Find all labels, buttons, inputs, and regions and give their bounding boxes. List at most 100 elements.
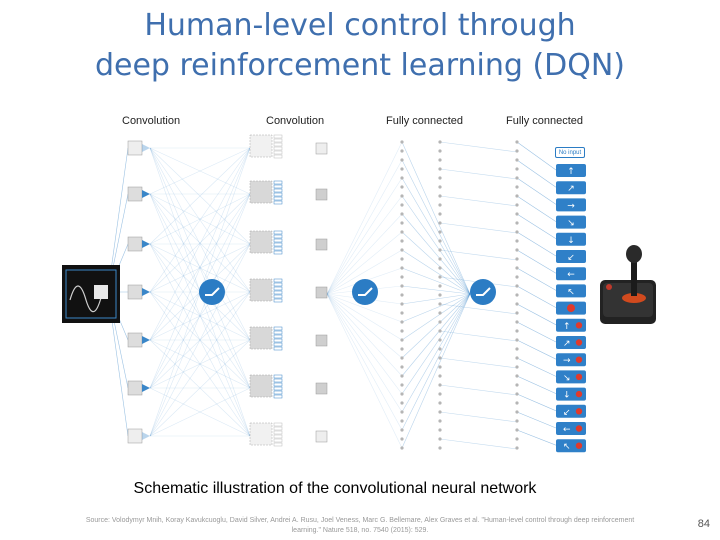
fc-node	[438, 374, 442, 378]
action-arrow-label: ↓	[563, 391, 571, 401]
conv-to-fc1-line	[326, 293, 403, 395]
fc-node	[438, 212, 442, 216]
action-arrow-label: ↙	[567, 253, 575, 263]
action-button-bg	[556, 198, 586, 212]
conv2-output-square	[315, 142, 328, 155]
fc-node	[438, 302, 442, 306]
action-button-bg	[556, 232, 586, 246]
conv-to-fc1-line	[326, 293, 403, 377]
conv1-to-conv2-line	[149, 147, 251, 389]
fc-node	[515, 293, 519, 297]
fc2-to-fc3-line	[439, 438, 518, 450]
fc-node	[515, 320, 519, 324]
conv1-to-conv2-line	[149, 339, 251, 389]
action-button	[556, 301, 586, 315]
action-arrow-label: ↗	[567, 184, 575, 194]
fc-node	[438, 167, 442, 171]
conv-to-fc1-line	[326, 293, 403, 359]
fc2-to-fc3-line	[439, 411, 518, 423]
conv2-channel-cell	[273, 192, 283, 197]
fire-dot	[575, 373, 583, 381]
fc1-to-fc2-line	[401, 285, 471, 295]
game-screen-frame	[62, 265, 120, 323]
fc-node	[515, 419, 519, 423]
fc-node	[515, 239, 519, 243]
fc-to-action-line	[516, 267, 557, 291]
action-arrow-label: →	[567, 201, 575, 211]
fc-node	[438, 140, 442, 144]
conv1-map-square	[127, 332, 143, 348]
fc-node	[400, 230, 404, 234]
action-arrow-label: ↖	[567, 287, 575, 297]
relu-curve	[205, 287, 220, 296]
fc-node	[400, 329, 404, 333]
conv1-kernel-arrow	[142, 190, 150, 198]
conv2-feature-stack	[249, 134, 328, 159]
fc-node	[515, 275, 519, 279]
fc1-to-fc2-line	[401, 249, 471, 295]
conv2-channel-cell	[273, 434, 283, 439]
conv1-to-conv2-line	[149, 243, 251, 293]
fc-node	[438, 158, 442, 162]
conv1-map-square	[127, 236, 143, 252]
action-button: ↓	[556, 387, 586, 401]
fc-node	[515, 140, 519, 144]
fc1-to-fc2-line	[401, 293, 471, 359]
fc-node	[515, 158, 519, 162]
fc-node	[515, 410, 519, 414]
fc-node	[515, 356, 519, 360]
fc-node	[438, 293, 442, 297]
action-button: ↙	[556, 250, 586, 263]
game-maze-path	[69, 285, 103, 313]
conv2-channel-cell	[273, 378, 283, 383]
conv2-feature-stack	[249, 326, 328, 351]
action-button: ↘	[556, 215, 586, 229]
conv1-feature-map	[127, 428, 150, 444]
conv1-to-conv2-line	[149, 291, 251, 341]
conv1-feature-map	[127, 186, 150, 202]
conv1-to-conv2-line	[149, 243, 251, 293]
conv2-channel-cell	[273, 234, 283, 239]
conv-to-fc1-line	[326, 177, 403, 295]
fc1-to-fc2-line	[401, 267, 471, 295]
fc-node	[400, 374, 404, 378]
action-button-bg	[556, 181, 586, 195]
conv1-to-conv2-line	[149, 387, 251, 437]
conv1-feature-map	[127, 380, 150, 396]
fc2-to-fc3-line	[439, 357, 518, 369]
conv1-to-conv2-line	[149, 193, 251, 245]
conv1-feature-map	[127, 140, 150, 156]
fire-dot	[575, 322, 583, 329]
fc1-to-fc2-line	[401, 195, 471, 295]
fc2-to-fc3-line	[439, 384, 518, 396]
relu-curve	[358, 287, 373, 296]
fc-node	[400, 338, 404, 342]
conv-to-fc1-line	[326, 293, 403, 413]
fc-to-action-line	[516, 357, 557, 377]
fc-node	[515, 185, 519, 189]
conv1-to-conv2-line	[149, 147, 251, 195]
conv-to-fc1-line	[326, 195, 403, 295]
conv2-channel-cell	[273, 196, 283, 201]
fc-node	[400, 158, 404, 162]
fc1-to-fc2-line	[401, 159, 471, 295]
action-arrow-label: ↖	[563, 442, 571, 452]
fc-node	[515, 383, 519, 387]
conv1-to-conv2-line	[149, 291, 251, 437]
action-button: ↘	[556, 370, 586, 384]
conv2-channel-cell	[273, 342, 283, 347]
fc-to-action-line	[516, 303, 557, 326]
action-button: ↗	[556, 181, 586, 195]
fc-node	[515, 284, 519, 288]
conv-to-fc1-line	[326, 293, 403, 341]
label-fully-connected-2: Fully connected	[506, 115, 584, 127]
action-arrow-label: ↘	[563, 373, 571, 383]
conv2-map-square	[249, 134, 273, 158]
fc-node	[438, 203, 442, 207]
fc1-to-fc2-line	[401, 141, 471, 295]
fc-node	[515, 167, 519, 171]
conv2-channel-cell	[273, 382, 283, 387]
fc1-to-fc2-line	[401, 293, 471, 395]
fc-node	[400, 311, 404, 315]
fc-node	[400, 140, 404, 144]
